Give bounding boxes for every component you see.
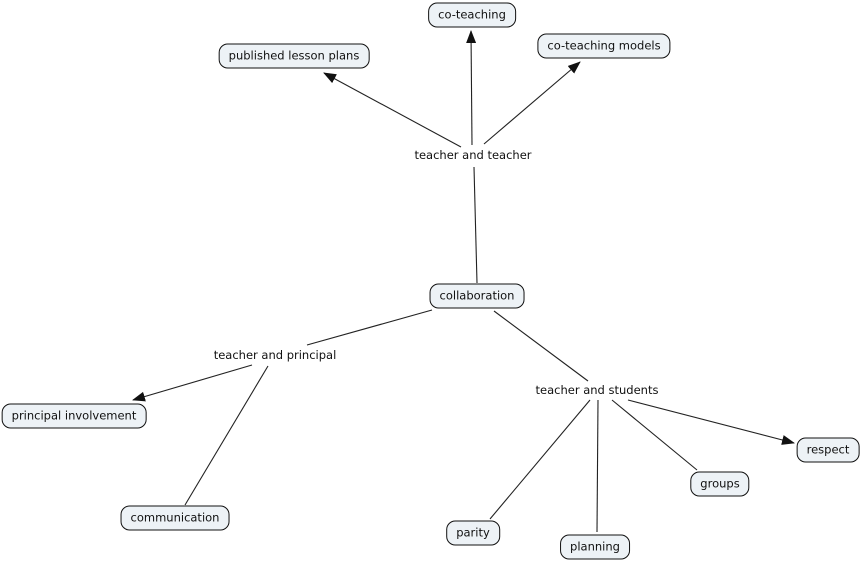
node-co-teaching[interactable]: co-teaching <box>428 2 516 28</box>
node-teacher-and-students[interactable]: teacher and students <box>535 383 659 397</box>
edge-teacher_and_teacher-to-co_teaching_models <box>483 61 581 145</box>
edge-teacher_and_principal-to-principal_involvement <box>132 364 253 402</box>
edge-teacher_and_teacher-to-co_teaching <box>466 30 477 146</box>
edge-collaboration-to-teacher_and_students <box>493 310 589 382</box>
node-principal-involvement[interactable]: principal involvement <box>1 403 147 429</box>
node-co-teaching-models[interactable]: co-teaching models <box>537 33 671 59</box>
node-planning[interactable]: planning <box>560 534 630 560</box>
edge-teacher_and_students-to-planning <box>596 399 599 533</box>
edge-teacher_and_students-to-respect <box>627 399 795 445</box>
node-teacher-and-teacher[interactable]: teacher and teacher <box>414 148 532 162</box>
node-teacher-and-principal[interactable]: teacher and principal <box>213 348 337 362</box>
node-groups[interactable]: groups <box>690 471 750 497</box>
edge-collaboration-to-teacher_and_teacher <box>473 166 478 284</box>
edge-collaboration-to-teacher_and_principal <box>306 309 433 346</box>
edge-teacher_and_principal-to-communication <box>184 365 269 506</box>
node-respect[interactable]: respect <box>796 437 860 463</box>
edge-teacher_and_students-to-parity <box>489 399 591 520</box>
node-collaboration[interactable]: collaboration <box>429 283 525 309</box>
node-published-lesson-plans[interactable]: published lesson plans <box>218 43 370 69</box>
edge-teacher_and_teacher-to-published_lesson_plans <box>323 72 462 148</box>
edge-teacher_and_students-to-groups <box>611 399 698 471</box>
node-communication[interactable]: communication <box>120 505 230 531</box>
node-parity[interactable]: parity <box>446 520 500 546</box>
